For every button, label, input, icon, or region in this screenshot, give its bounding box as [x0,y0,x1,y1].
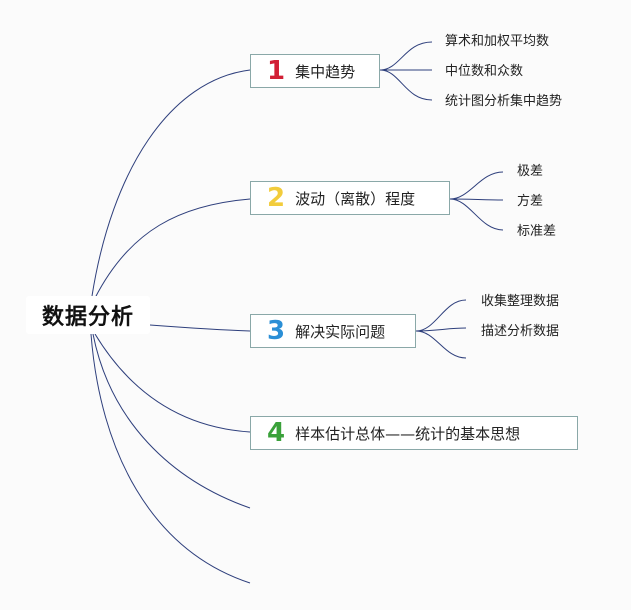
connector-root-branch-3 [149,324,251,332]
branch-node-4[interactable]: 4 样本估计总体——统计的基本思想 [250,416,578,450]
connector-b1-leaf-3 [379,69,433,101]
connector-b2-leaf-3 [449,198,504,231]
connector-b3-leaf-2 [415,327,467,332]
leaf-1-2[interactable]: 中位数和众数 [445,64,524,79]
connector-b3-leaf-1 [415,299,467,332]
branch-node-2[interactable]: 2 波动（离散）程度 [250,181,450,215]
branch-number-1: 1 [267,56,286,86]
leaf-2-3[interactable]: 标准差 [517,224,557,239]
leaf-1-1[interactable]: 算术和加权平均数 [445,34,550,49]
branch-number-4: 4 [267,418,286,448]
connector-root-branch-1 [91,69,251,297]
connector-root-branch-2 [94,198,251,299]
branch-node-3[interactable]: 3 解决实际问题 [250,314,416,348]
connector-root-branch-5 [92,333,251,509]
connector-root-branch-6 [90,333,251,584]
branch-label-3: 解决实际问题 [295,322,386,341]
branch-node-1[interactable]: 1 集中趋势 [250,54,380,88]
branch-label-1: 集中趋势 [295,62,356,81]
connector-b1-leaf-1 [379,41,433,71]
root-label: 数据分析 [41,305,134,330]
connector-b3-leaf-3 [415,330,467,359]
connector-b2-leaf-2 [449,198,504,201]
leaf-1-3[interactable]: 统计图分析集中趋势 [445,94,563,109]
root-node[interactable]: 数据分析 [26,296,150,334]
branch-label-4: 样本估计总体——统计的基本思想 [295,424,521,443]
branch-number-3: 3 [267,316,286,346]
leaf-3-2[interactable]: 描述分析数据 [481,324,560,339]
connector-root-branch-4 [94,333,251,433]
leaf-2-1[interactable]: 极差 [517,164,544,179]
branch-label-2: 波动（离散）程度 [295,189,416,208]
leaf-3-1[interactable]: 收集整理数据 [481,294,560,309]
leaf-2-2[interactable]: 方差 [517,194,544,209]
branch-number-2: 2 [267,183,286,213]
connector-b2-leaf-1 [449,171,504,200]
